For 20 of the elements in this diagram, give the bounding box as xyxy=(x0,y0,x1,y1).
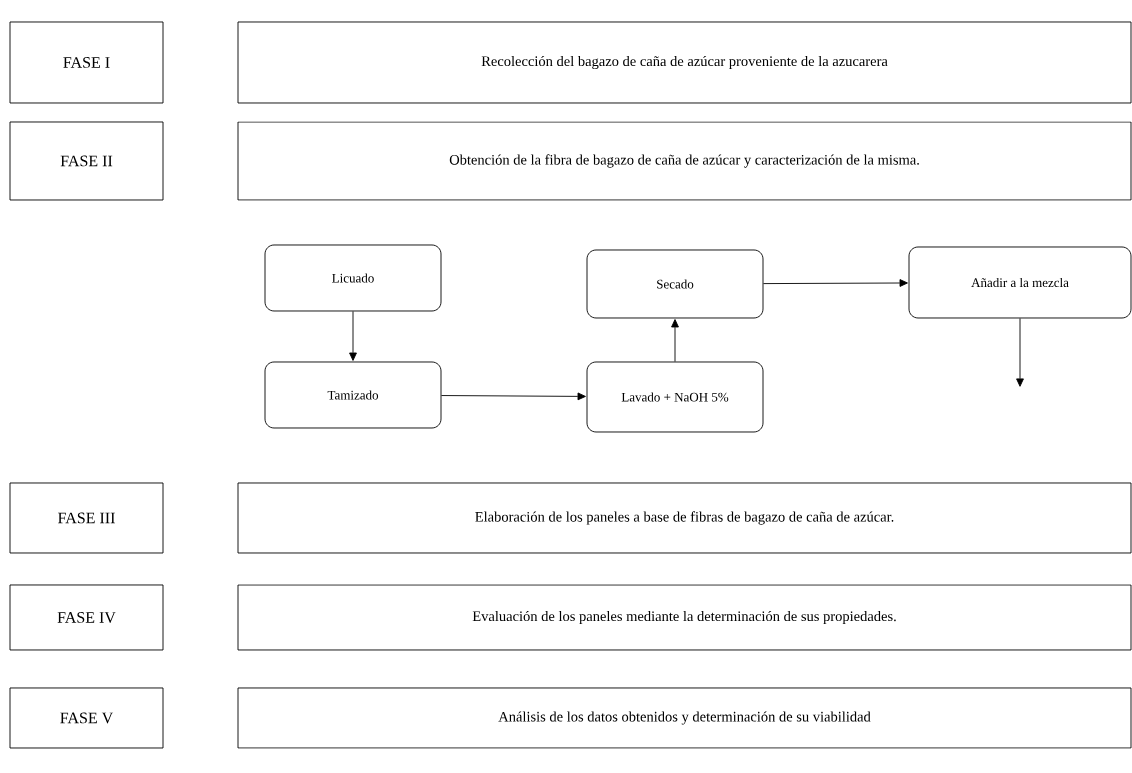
process-box: Secado xyxy=(586,249,764,319)
phase-label-box: FASE I xyxy=(9,21,164,104)
arrow xyxy=(349,311,357,361)
phase-label-box: FASE V xyxy=(9,687,164,749)
phase-label-box: FASE III xyxy=(9,482,164,554)
arrow xyxy=(671,319,679,362)
process-box: Añadir a la mezcla xyxy=(908,246,1132,319)
phase-label-box: FASE II xyxy=(9,121,164,201)
phase-description-box: Obtención de la fibra de bagazo de caña de azúcar y caracterización de la misma. xyxy=(237,121,1132,201)
arrow xyxy=(1016,318,1024,387)
process-box: Lavado + NaOH 5% xyxy=(586,361,764,433)
phase-label-box: FASE IV xyxy=(9,584,164,651)
arrow xyxy=(441,392,586,401)
phase-description-box: Análisis de los datos obtenidos y determinación de su viabilidad xyxy=(237,687,1132,749)
phase-description-box: Evaluación de los paneles mediante la determinación de sus propiedades. xyxy=(237,584,1132,651)
process-box: Tamizado xyxy=(264,361,442,429)
arrow xyxy=(763,279,908,287)
phase-description-box: Elaboración de los paneles a base de fibras de bagazo de caña de azúcar. xyxy=(237,482,1132,554)
process-box: Licuado xyxy=(264,244,442,312)
phase-description-box: Recolección del bagazo de caña de azúcar proveniente de la azucarera xyxy=(237,21,1132,104)
